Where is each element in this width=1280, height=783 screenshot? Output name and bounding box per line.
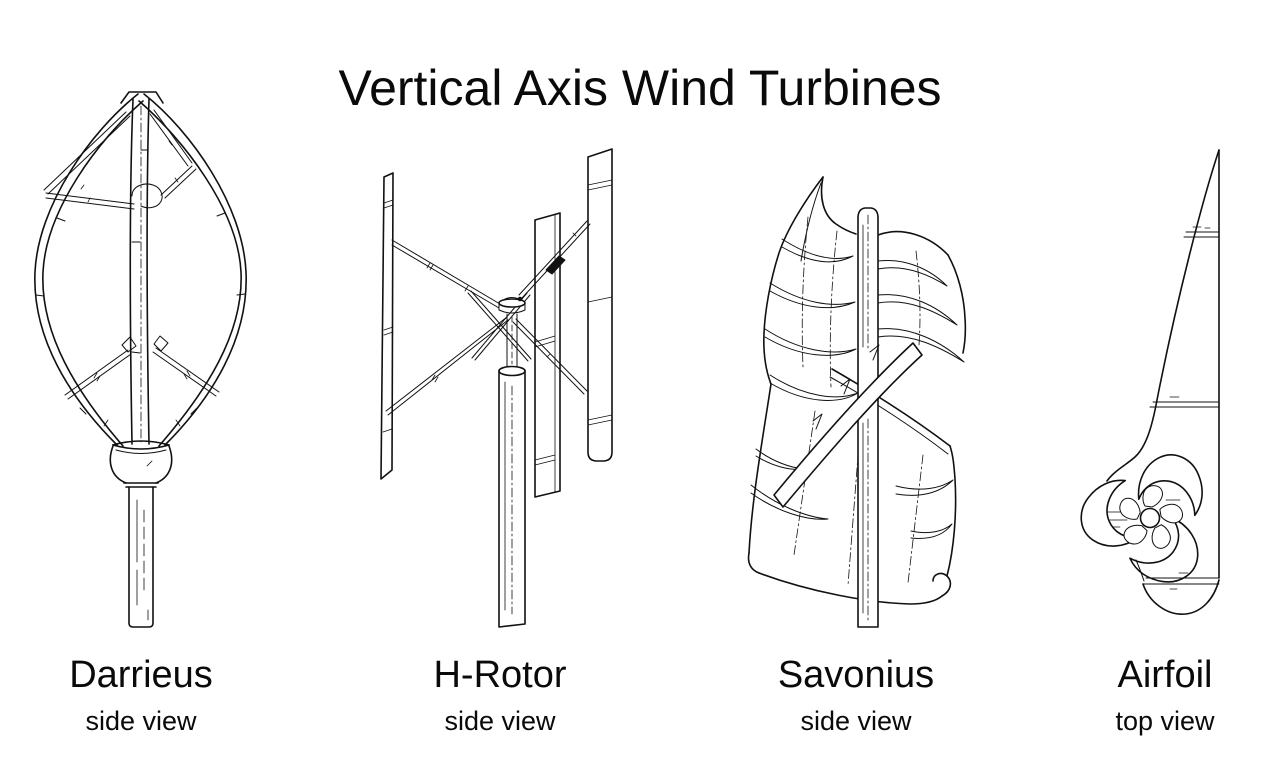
figure-name-airfoil: Airfoil [1117,654,1213,696]
figure-name-h-rotor: H-Rotor [433,654,567,696]
figure-view-savonius: side view [800,706,912,736]
caption-airfoil: Airfoil top view [1023,652,1280,738]
figure-darrieus [20,90,260,635]
airfoil-illustration [1080,149,1220,615]
figure-view-darrieus: side view [85,706,197,736]
figure-h-rotor [350,130,650,640]
caption-savonius: Savonius side view [714,652,998,738]
figure-view-h-rotor: side view [444,706,556,736]
figure-airfoil [1080,140,1230,620]
figure-view-airfoil: top view [1115,706,1215,736]
h-rotor-illustration [380,148,613,628]
caption-darrieus: Darrieus side view [0,652,282,738]
darrieus-illustration [34,91,247,628]
savonius-illustration [747,176,967,628]
figure-name-savonius: Savonius [777,654,935,696]
caption-h-rotor: H-Rotor side view [358,652,642,738]
page-title: Vertical Axis Wind Turbines [338,59,942,116]
figure-name-darrieus: Darrieus [69,654,213,696]
figure-savonius [720,155,975,645]
